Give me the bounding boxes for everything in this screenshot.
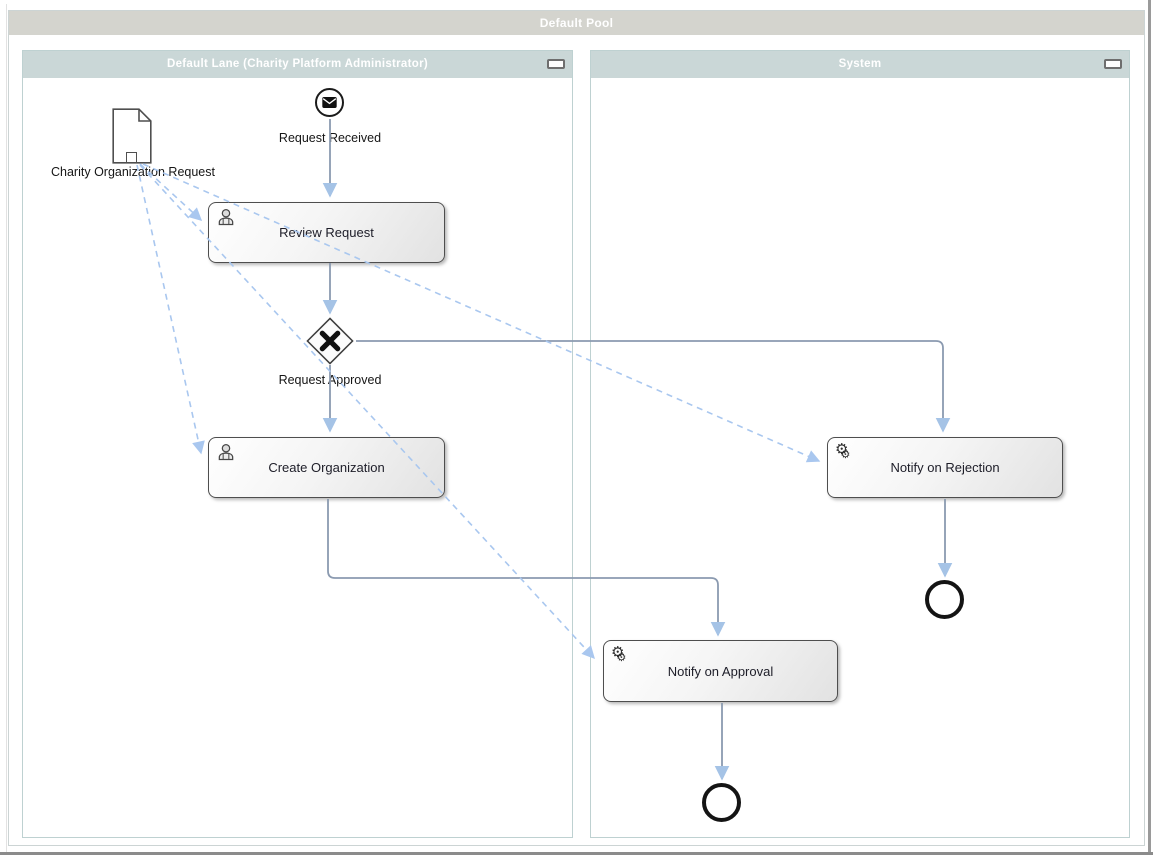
gateway-label: Request Approved: [278, 373, 382, 387]
canvas-right-edge: [1148, 0, 1151, 853]
task-label: Review Request: [279, 225, 374, 240]
data-object-anchor[interactable]: [126, 152, 137, 163]
canvas-bottom-edge: [0, 852, 1153, 855]
task-label: Notify on Rejection: [890, 460, 1000, 475]
pool-header[interactable]: Default Pool: [9, 11, 1144, 35]
lane-title: Default Lane (Charity Platform Administr…: [167, 58, 428, 70]
exclusive-gateway[interactable]: [306, 317, 354, 365]
data-object-shape[interactable]: [112, 108, 152, 164]
lane-collapse-icon[interactable]: [547, 59, 565, 69]
start-event-label: Request Received: [278, 131, 382, 145]
lane-title: System: [838, 58, 882, 70]
end-event-rejection[interactable]: [925, 580, 964, 619]
task-notify-on-rejection[interactable]: ⚙⚙ Notify on Rejection: [827, 437, 1063, 498]
task-review-request[interactable]: Review Request: [208, 202, 445, 263]
task-create-organization[interactable]: Create Organization: [208, 437, 445, 498]
message-start-event[interactable]: [315, 88, 344, 117]
envelope-icon: [322, 97, 337, 108]
user-icon: [218, 443, 234, 461]
gears-icon: ⚙⚙: [611, 644, 627, 664]
data-object-label: Charity Organization Request: [51, 165, 215, 179]
lane-header-administrator[interactable]: Default Lane (Charity Platform Administr…: [23, 51, 572, 78]
task-label: Create Organization: [268, 460, 385, 475]
gears-icon: ⚙⚙: [835, 441, 851, 461]
canvas-left-edge: [6, 4, 7, 852]
pool-title: Default Pool: [539, 16, 614, 30]
task-notify-on-approval[interactable]: ⚙⚙ Notify on Approval: [603, 640, 838, 702]
end-event-approval[interactable]: [702, 783, 741, 822]
lane-header-system[interactable]: System: [591, 51, 1129, 78]
task-label: Notify on Approval: [667, 663, 774, 679]
lane-collapse-icon[interactable]: [1104, 59, 1122, 69]
user-icon: [218, 208, 234, 226]
